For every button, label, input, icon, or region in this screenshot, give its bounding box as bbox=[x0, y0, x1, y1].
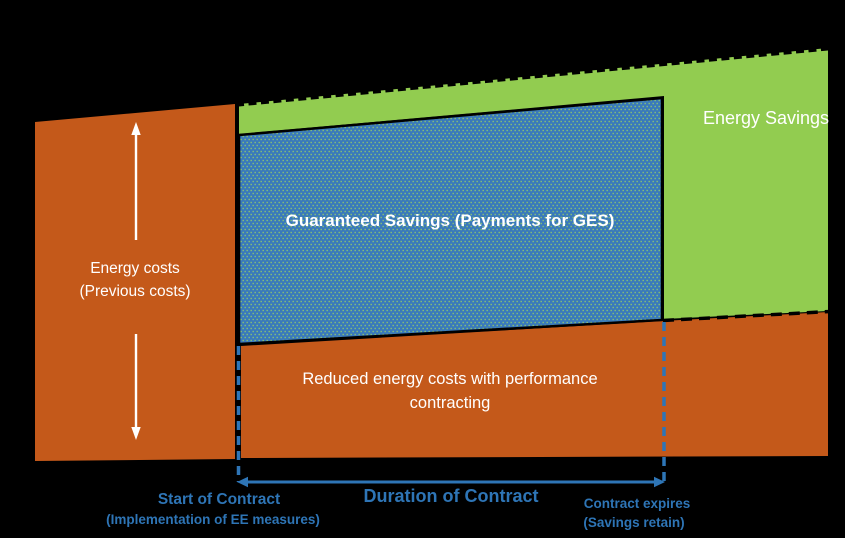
expiry-boundary-dashed-line bbox=[662, 309, 831, 323]
guaranteed-savings-label: Guaranteed Savings (Payments for GES) bbox=[286, 211, 615, 230]
contract-expires-label: Contract expires bbox=[584, 496, 691, 511]
duration-arrow-left-head-icon bbox=[237, 476, 248, 488]
reduced-costs-region bbox=[241, 312, 828, 458]
start-of-contract-label: Start of Contract bbox=[158, 491, 280, 508]
start-of-contract-sublabel: (Implementation of EE measures) bbox=[106, 512, 320, 527]
cost-range-arrow-up-head-icon bbox=[131, 122, 141, 135]
previous-costs-region bbox=[35, 104, 235, 461]
previous-costs-label-line1: Energy costs bbox=[90, 260, 180, 277]
contract-expires-sublabel: (Savings retain) bbox=[583, 515, 684, 530]
duration-arrow-right-head-icon bbox=[654, 476, 665, 488]
energy-savings-region bbox=[239, 48, 828, 319]
cost-range-arrow-down-head-icon bbox=[131, 427, 141, 440]
guaranteed-savings-box bbox=[237, 96, 664, 346]
duration-of-contract-label: Duration of Contract bbox=[364, 486, 539, 506]
reduced-costs-label-line1: Reduced energy costs with performance bbox=[302, 370, 597, 388]
reduced-costs-label-line2: contracting bbox=[410, 394, 491, 412]
energy-savings-label: Energy Savings bbox=[703, 108, 829, 128]
previous-costs-label-line2: (Previous costs) bbox=[79, 283, 190, 300]
baseline-trend-dashed-line bbox=[235, 44, 842, 107]
